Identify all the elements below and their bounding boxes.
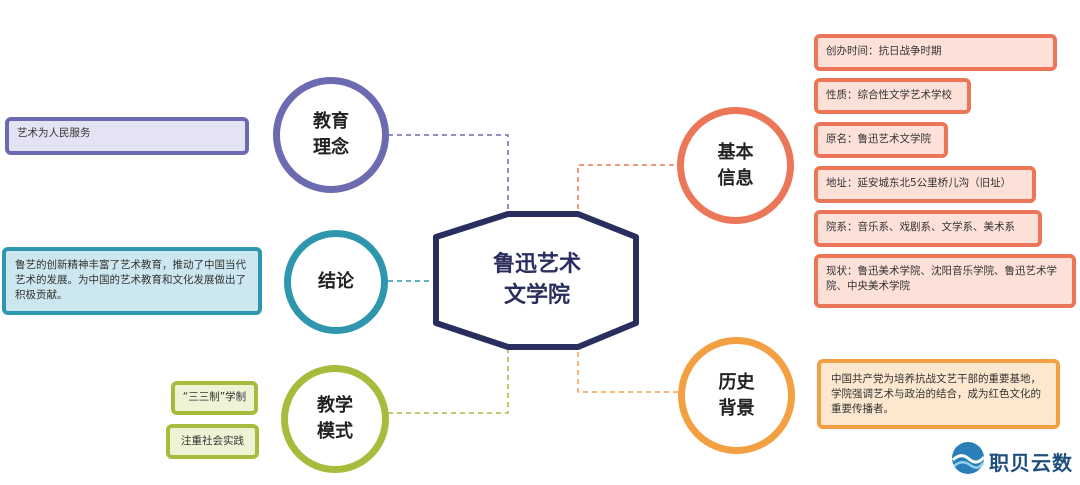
jiben-item-5[interactable]: 现状：鲁迅美术学院、沈阳音乐学院、鲁迅艺术学院、中央美术学院 — [814, 254, 1076, 308]
branch-jielun-node[interactable]: 结论 — [284, 230, 388, 334]
branch-lishi-node[interactable]: 历史 背景 — [678, 337, 795, 454]
lishi-item-0[interactable]: 中国共产党为培养抗战文艺干部的重要基地，学院强调艺术与政治的结合，成为红色文化的… — [817, 359, 1060, 429]
brand-logo-icon — [951, 442, 986, 474]
connector-jiaoyu — [388, 134, 509, 218]
center-hexagon — [433, 211, 639, 350]
branch-jiben-node[interactable]: 基本 信息 — [677, 107, 794, 224]
jiben-item-3[interactable]: 地址：延安城东北5公里桥儿沟（旧址） — [814, 166, 1036, 203]
jiaoxue-item-1[interactable]: 注重社会实践 — [166, 424, 259, 459]
jiben-item-1[interactable]: 性质：综合性文学艺术学校 — [814, 78, 971, 114]
connector-jiaoxue — [388, 343, 509, 414]
jiaoxue-item-0[interactable]: “三三制”学制 — [171, 381, 258, 415]
jiben-item-2[interactable]: 原名：鲁迅艺术文学院 — [814, 122, 948, 158]
branch-jiaoyu-node[interactable]: 教育 理念 — [273, 77, 389, 193]
connector-jiben — [577, 164, 680, 218]
jielun-item-0[interactable]: 鲁艺的创新精神丰富了艺术教育，推动了中国当代艺术的发展。为中国的艺术教育和文化发… — [2, 247, 262, 315]
center-title: 鲁迅艺术 文学院 — [492, 252, 581, 308]
jiben-item-0[interactable]: 创办时间：抗日战争时期 — [814, 34, 1057, 71]
connector-lishi — [577, 343, 680, 393]
branch-jiaoxue-node[interactable]: 教学 模式 — [281, 365, 389, 473]
brand-logo-text: 职贝云数 — [989, 451, 1073, 475]
jiben-item-4[interactable]: 院系：音乐系、戏剧系、文学系、美术系 — [814, 210, 1042, 247]
jiaoyu-item-0[interactable]: 艺术为人民服务 — [5, 117, 249, 155]
